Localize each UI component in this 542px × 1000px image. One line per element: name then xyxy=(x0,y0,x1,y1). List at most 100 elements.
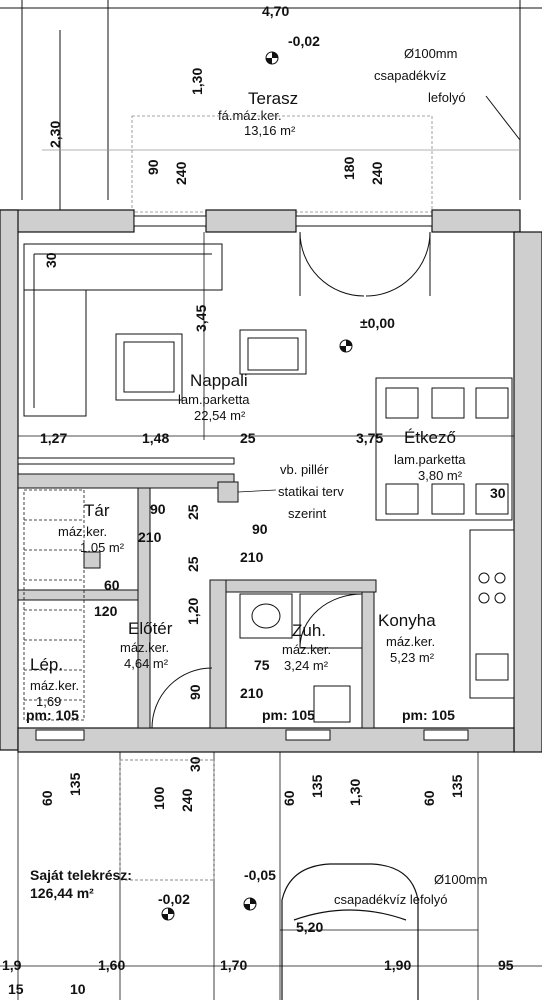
armchair-left xyxy=(115,333,183,401)
dim-door-240b: 240 xyxy=(369,161,385,185)
room-material-zuh: máz.ker. xyxy=(282,642,331,657)
dim-b-60a: 60 xyxy=(39,790,55,806)
note-drain-top-1: Ø100mm xyxy=(404,46,457,61)
dim-pm-3: pm: 105 xyxy=(402,707,455,723)
level-floor: ±0,00 xyxy=(360,315,395,331)
dim-d-60: 60 xyxy=(104,577,120,593)
note-pillar-1: vb. pillér xyxy=(280,462,329,477)
room-area-terasz: 13,16 m² xyxy=(244,123,296,138)
room-material-tar: máz.ker. xyxy=(58,524,107,539)
dim-d-75: 75 xyxy=(254,657,270,673)
dim-bot-170: 1,70 xyxy=(220,957,247,973)
note-pillar-2: statikai terv xyxy=(278,484,344,499)
sofa xyxy=(23,243,223,417)
dim-door-240: 240 xyxy=(173,161,189,185)
dim-bot-160: 1,60 xyxy=(98,957,125,973)
dim-d-120: 120 xyxy=(94,603,118,619)
room-material-konyha: máz.ker. xyxy=(386,634,435,649)
dim-b-130: 1,30 xyxy=(347,779,363,806)
dim-b-100: 100 xyxy=(151,786,167,810)
note-drain-top-3: lefolyó xyxy=(428,90,466,105)
dim-bot-95: 95 xyxy=(498,957,514,973)
dim-door-90: 90 xyxy=(145,159,161,175)
note-drain-top-2: csapadékvíz xyxy=(374,68,446,83)
room-area-nappali: 22,54 m² xyxy=(194,408,246,423)
level-terrace: -0,02 xyxy=(288,33,320,49)
bathroom-fixtures xyxy=(239,593,363,723)
note-drain-bottom-1: Ø100mm xyxy=(434,872,487,887)
room-area-zuh: 3,24 m² xyxy=(284,658,329,673)
dim-living-height: 3,45 xyxy=(193,305,209,332)
dim-seg-30: 30 xyxy=(490,485,506,501)
note-drain-bottom-2: csapadékvíz lefolyó xyxy=(334,892,447,907)
dim-wall-30: 30 xyxy=(43,252,59,268)
dim-bot-15: 15 xyxy=(8,981,24,997)
plot-name: Saját telekrész: xyxy=(30,867,132,883)
dim-pm-1: pm: 105 xyxy=(26,707,79,723)
dim-d-25v: 25 xyxy=(185,556,201,572)
dim-door-90b: 90 xyxy=(252,521,268,537)
dim-door-210b: 210 xyxy=(240,549,264,565)
dim-pm-2: pm: 105 xyxy=(262,707,315,723)
dim-bot-10: 10 xyxy=(70,981,86,997)
note-pillar-3: szerint xyxy=(288,506,327,521)
dim-d-120v: 1,20 xyxy=(185,598,201,625)
level-yard-left: -0,02 xyxy=(158,891,190,907)
dim-b-60c: 60 xyxy=(421,790,437,806)
dim-b-30: 30 xyxy=(187,756,203,772)
dim-seg-127: 1,27 xyxy=(40,430,67,446)
dim-bot-190: 1,90 xyxy=(384,957,411,973)
dim-d-210c: 210 xyxy=(240,685,264,701)
dim-seg-25: 25 xyxy=(240,430,256,446)
staircase xyxy=(23,489,85,721)
room-area-konyha: 5,23 m² xyxy=(390,650,435,665)
dim-tar-210: 210 xyxy=(138,529,162,545)
room-name-zuh: Zuh. xyxy=(292,621,326,640)
dim-bot-19: 1,9 xyxy=(2,957,22,973)
plot-area: 126,44 m² xyxy=(30,885,94,901)
room-name-nappali: Nappali xyxy=(190,371,248,390)
dim-tar-90: 90 xyxy=(150,501,166,517)
level-marker-yard-left xyxy=(161,907,175,921)
room-area-tar: 1,05 m² xyxy=(80,540,125,555)
level-marker-yard-right xyxy=(243,897,257,911)
room-name-terasz: Terasz xyxy=(248,89,298,108)
dim-b-135a: 135 xyxy=(67,772,83,796)
dim-terrace-depth: 2,30 xyxy=(47,121,63,148)
room-name-etkezo: Étkező xyxy=(404,428,456,447)
car xyxy=(281,863,419,1000)
dining-set xyxy=(375,377,513,521)
dim-top-width: 4,70 xyxy=(262,3,289,19)
room-material-nappali: lam.parketta xyxy=(178,392,250,407)
room-area-etkezo: 3,80 m² xyxy=(418,468,463,483)
room-name-lep: Lép. xyxy=(30,655,63,674)
kitchen-counter xyxy=(469,529,515,699)
dim-b-135c: 135 xyxy=(449,774,465,798)
level-marker-terrace xyxy=(265,51,279,65)
dim-b-60b: 60 xyxy=(281,790,297,806)
dim-terrace-inner: 1,30 xyxy=(189,68,205,95)
room-material-terasz: fá.máz.ker. xyxy=(218,108,282,123)
terrace-door xyxy=(299,231,431,297)
level-marker-floor xyxy=(339,339,353,353)
top-dimension-line xyxy=(0,0,542,200)
dim-d-25: 25 xyxy=(185,504,201,520)
dim-b-135b: 135 xyxy=(309,774,325,798)
room-material-eloter: máz.ker. xyxy=(120,640,169,655)
dim-car-520: 5,20 xyxy=(296,919,323,935)
room-name-eloter: Előtér xyxy=(128,619,173,638)
dim-b-240: 240 xyxy=(179,788,195,812)
interior-walls xyxy=(17,457,377,729)
armchair-right xyxy=(239,329,307,375)
dim-door-180: 180 xyxy=(341,156,357,180)
dim-d-90c: 90 xyxy=(187,684,203,700)
room-material-lep: máz.ker. xyxy=(30,678,79,693)
room-area-lep: 1,69 xyxy=(36,694,61,709)
room-area-eloter: 4,64 m² xyxy=(124,656,169,671)
room-name-konyha: Konyha xyxy=(378,611,436,630)
level-yard-right: -0,05 xyxy=(244,867,276,883)
room-name-tar: Tár xyxy=(84,501,110,520)
dim-seg-148: 1,48 xyxy=(142,430,169,446)
dim-seg-375: 3,75 xyxy=(356,430,383,446)
